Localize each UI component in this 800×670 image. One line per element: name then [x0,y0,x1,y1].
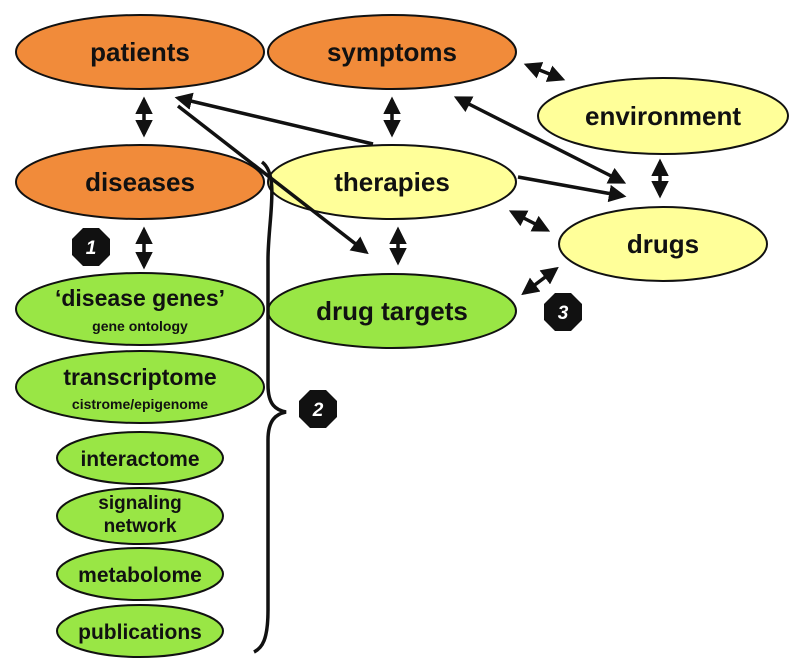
badge-3-text: 3 [558,303,569,324]
metabolome-ellipse [56,547,224,601]
arrow-therapies-patients [174,92,374,146]
drugs-node: drugs [558,206,768,282]
arrow-symptoms-environment [523,62,566,82]
badge-3-shape [544,293,582,331]
interactome-node: interactome [56,431,224,485]
badge-1: 1 [72,228,110,266]
signaling-network-node: signaling network [56,487,224,545]
signaling-ellipse [56,487,224,545]
signaling-label-line2: network [104,516,177,537]
signaling-label: signaling [98,493,181,514]
diseases-label: diseases [85,167,195,197]
drug-targets-node: drug targets [267,273,517,349]
disease-genes-ellipse [15,272,265,346]
arrow-drugs-drug-targets [521,266,559,296]
environment-label: environment [585,101,741,131]
therapies-label: therapies [334,167,450,197]
drugs-label: drugs [627,229,699,259]
curly-brace [253,160,287,654]
arrow-therapies-drugs-lower [508,210,551,232]
badge-1-shape [72,228,110,266]
badge-1-text: 1 [86,238,97,259]
symptoms-ellipse [267,14,517,90]
publications-ellipse [56,604,224,658]
badge-3: 3 [544,293,582,331]
publications-label: publications [78,621,202,644]
interactome-ellipse [56,431,224,485]
environment-node: environment [537,77,789,155]
arrow-symptoms-drugs [453,96,627,184]
disease-genes-label: ‘disease genes’ [55,285,225,311]
arrow-therapies-drugs [517,175,627,203]
transcriptome-sublabel: cistrome/epigenome [72,396,208,412]
metabolome-node: metabolome [56,547,224,601]
diseases-node: diseases [15,144,265,220]
symptoms-label: symptoms [327,37,457,67]
publications-node: publications [56,604,224,658]
patients-label: patients [90,37,190,67]
badge-2-shape [299,390,337,428]
transcriptome-node: transcriptome cistrome/epigenome [15,350,265,424]
badge-2: 2 [299,390,337,428]
disease-genes-sublabel: gene ontology [92,318,188,334]
therapies-node: therapies [267,144,517,220]
patients-ellipse [15,14,265,90]
disease-genes-node: ‘disease genes’ gene ontology [15,272,265,346]
metabolome-label: metabolome [78,564,202,587]
transcriptome-label: transcriptome [63,364,216,390]
badge-2-text: 2 [312,400,324,421]
symptoms-node: symptoms [267,14,517,90]
interactome-label: interactome [80,448,199,471]
patients-node: patients [15,14,265,90]
transcriptome-ellipse [15,350,265,424]
drugs-ellipse [558,206,768,282]
diseases-ellipse [15,144,265,220]
drug-targets-label: drug targets [316,296,468,326]
